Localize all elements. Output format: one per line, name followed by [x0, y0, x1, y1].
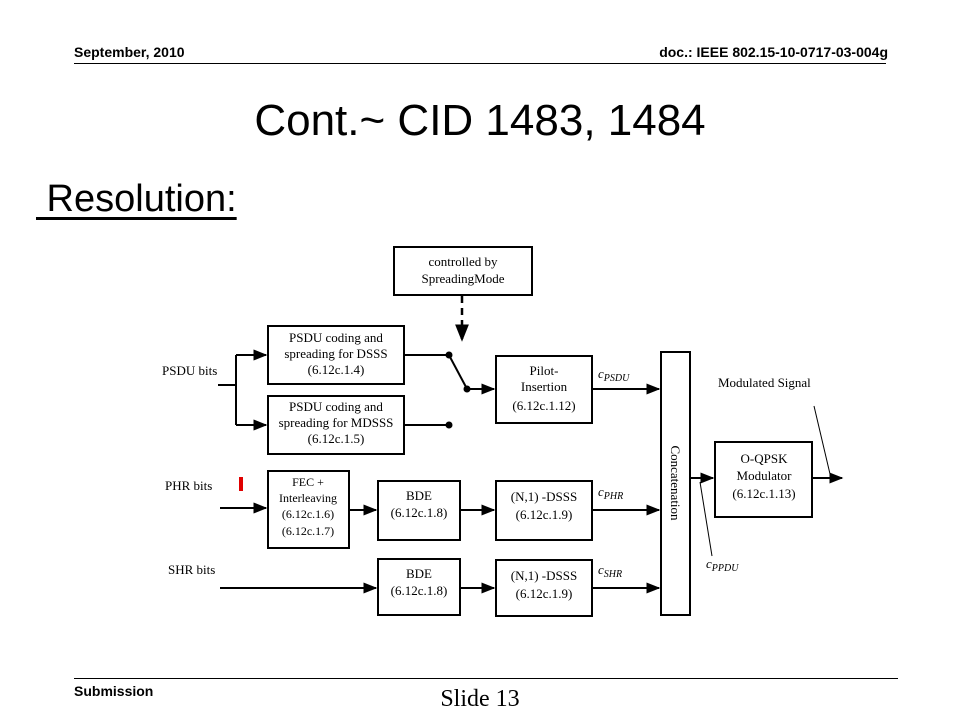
- pilot-insertion-box: Pilot- Insertion (6.12c.1.12): [495, 355, 593, 424]
- controlled-by-box: controlled by SpreadingMode: [393, 246, 533, 296]
- psdu-mdsss-line-2: spreading for MDSSS: [279, 415, 394, 430]
- dsss-shr-line-1: (N,1) -DSSS: [511, 568, 577, 583]
- c-psdu-label: cPSDU: [598, 366, 630, 384]
- slide-number: Slide 13: [440, 686, 520, 712]
- phr-bits-label: PHR bits: [165, 478, 212, 493]
- c-ppdu-pointer: [699, 481, 713, 557]
- c-phr-label: cPHR: [598, 484, 623, 502]
- switch-contact-top: [445, 351, 453, 359]
- c-ppdu-label: cPPDU: [706, 556, 739, 574]
- header-divider: [74, 63, 886, 64]
- dsss-box-phr: (N,1) -DSSS (6.12c.1.9): [495, 480, 593, 541]
- concatenation-label: Concatenation: [668, 445, 683, 521]
- bde-box-shr: BDE (6.12c.1.8): [377, 558, 461, 616]
- switch-pivot: [463, 385, 471, 393]
- modulated-signal-label: Modulated Signal: [718, 375, 811, 390]
- fec-line-4: (6.12c.1.7): [282, 524, 334, 538]
- fec-line-3: (6.12c.1.6): [282, 507, 334, 521]
- shr-bits-label: SHR bits: [168, 562, 215, 577]
- switch-lever: [449, 356, 467, 388]
- fec-line-2: Interleaving: [279, 491, 337, 505]
- oqpsk-line-1: O-QPSK: [741, 451, 789, 466]
- psdu-mdsss-line-1: PSDU coding and: [289, 399, 383, 414]
- bde-shr-line-1: BDE: [406, 566, 432, 581]
- oqpsk-line-3: (6.12c.1.13): [732, 486, 795, 501]
- oqpsk-modulator-box: O-QPSK Modulator (6.12c.1.13): [714, 441, 813, 518]
- footer-divider: [74, 678, 898, 679]
- dsss-phr-line-2: (6.12c.1.9): [516, 507, 573, 522]
- psdu-bits-label: PSDU bits: [162, 363, 217, 378]
- pilot-line-1: Pilot-: [530, 363, 559, 378]
- footer-submission: Submission: [74, 683, 154, 699]
- slide-subtitle: Resolution:: [36, 178, 237, 220]
- oqpsk-line-2: Modulator: [737, 468, 793, 483]
- pilot-line-3: (6.12c.1.12): [512, 398, 575, 413]
- header-doc-id: doc.: IEEE 802.15-10-0717-03-004g: [659, 44, 888, 60]
- slide-title: Cont.~ CID 1483, 1484: [254, 96, 706, 145]
- bde-shr-line-2: (6.12c.1.8): [391, 583, 448, 598]
- psdu-mdsss-line-3: (6.12c.1.5): [308, 431, 365, 446]
- bde-phr-line-2: (6.12c.1.8): [391, 505, 448, 520]
- fec-line-1: FEC +: [292, 475, 324, 489]
- dsss-shr-line-2: (6.12c.1.9): [516, 586, 573, 601]
- psdu-dsss-box: PSDU coding and spreading for DSSS (6.12…: [267, 325, 405, 385]
- dsss-phr-line-1: (N,1) -DSSS: [511, 489, 577, 504]
- controlled-line-1: controlled by: [429, 254, 498, 269]
- modulated-signal-pointer: [813, 405, 831, 475]
- psdu-dsss-line-1: PSDU coding and: [289, 330, 383, 345]
- bde-phr-line-1: BDE: [406, 488, 432, 503]
- fec-interleaving-box: FEC + Interleaving (6.12c.1.6) (6.12c.1.…: [267, 470, 350, 549]
- c-shr-label: cSHR: [598, 562, 622, 580]
- dsss-box-shr: (N,1) -DSSS (6.12c.1.9): [495, 559, 593, 617]
- psdu-dsss-line-3: (6.12c.1.4): [308, 362, 365, 377]
- pilot-line-2: Insertion: [521, 379, 568, 394]
- red-marker: [239, 477, 243, 491]
- concatenation-box: Concatenation: [660, 351, 691, 616]
- switch-contact-bottom: [445, 421, 453, 429]
- header-date: September, 2010: [74, 44, 185, 60]
- psdu-mdsss-box: PSDU coding and spreading for MDSSS (6.1…: [267, 395, 405, 455]
- bde-box-phr: BDE (6.12c.1.8): [377, 480, 461, 541]
- controlled-line-2: SpreadingMode: [421, 271, 504, 286]
- psdu-dsss-line-2: spreading for DSSS: [284, 346, 387, 361]
